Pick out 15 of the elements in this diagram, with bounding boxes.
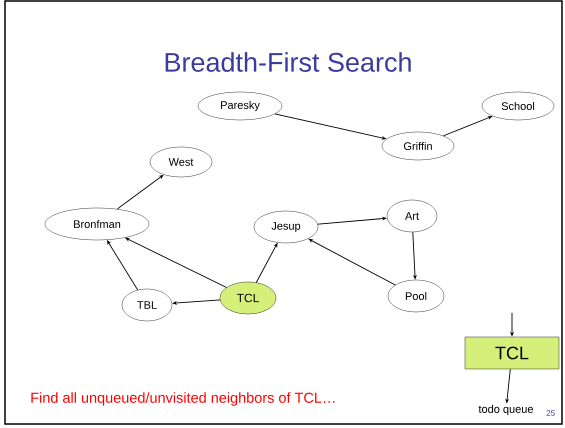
graph-node: Art <box>386 200 438 232</box>
page-number: 25 <box>546 410 555 416</box>
queue-box: TCL <box>464 336 560 370</box>
graph-node: Griffin <box>382 132 454 160</box>
graph-node: Pool <box>388 280 444 312</box>
graph-node: TBL <box>122 288 172 322</box>
slide-title: Breadth-First Search <box>166 52 411 72</box>
graph-node: Bronfman <box>44 208 150 240</box>
queue-caption: todo queue <box>478 404 534 416</box>
note-text: Find all unqueued/unvisited neighbors of TCL… <box>31 392 334 406</box>
graph-node: School <box>482 92 554 120</box>
graph-node: West <box>150 146 212 178</box>
graph-node: Paresky <box>198 92 282 120</box>
current-node: TCL <box>220 282 276 314</box>
graph-node: Jesup <box>254 210 318 244</box>
